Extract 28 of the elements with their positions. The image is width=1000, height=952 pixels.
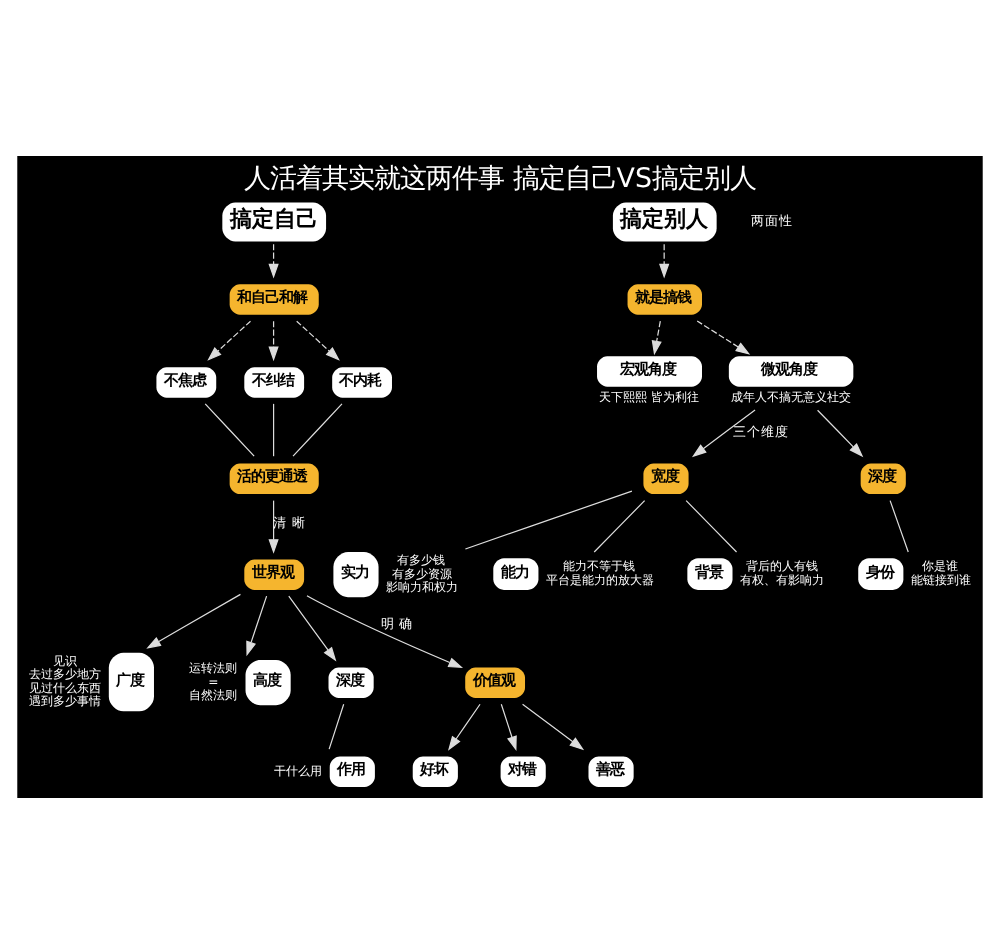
connector bbox=[204, 402, 255, 456]
arrow bbox=[246, 594, 268, 656]
arrow bbox=[146, 592, 242, 648]
arrow bbox=[268, 319, 279, 361]
arrow bbox=[500, 702, 517, 750]
connector bbox=[889, 499, 909, 552]
arrow bbox=[816, 408, 864, 457]
node-box: 搞定自己 bbox=[222, 201, 327, 241]
arrow bbox=[696, 319, 751, 354]
connector bbox=[464, 489, 633, 549]
connector bbox=[593, 499, 646, 552]
arrow bbox=[651, 319, 662, 355]
arrow bbox=[448, 702, 481, 750]
arrow bbox=[268, 499, 279, 553]
arrow bbox=[521, 702, 585, 750]
arrow bbox=[659, 242, 670, 278]
diagram-title: 人活着其实就这两件事 搞定自己VS搞定别人 bbox=[244, 164, 756, 195]
arrow bbox=[268, 242, 279, 278]
arrow bbox=[306, 594, 464, 668]
connector bbox=[328, 702, 345, 749]
connector bbox=[272, 402, 275, 456]
arrow bbox=[207, 319, 252, 360]
node-box: 搞定别人 bbox=[612, 201, 717, 241]
arrow bbox=[288, 594, 337, 661]
connector bbox=[685, 499, 738, 552]
arrow bbox=[296, 319, 340, 360]
connector bbox=[292, 402, 343, 456]
arrow bbox=[691, 408, 756, 457]
